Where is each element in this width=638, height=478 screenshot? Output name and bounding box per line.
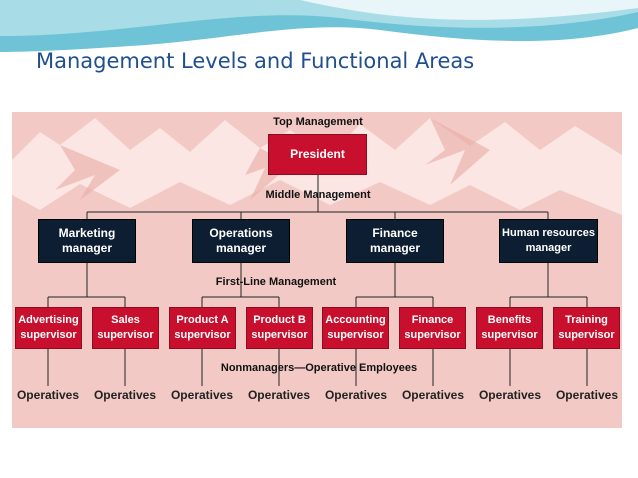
president-box: President (268, 134, 367, 175)
supervisor-box-benefits: Benefits supervisor (476, 307, 543, 349)
top-banner-swoosh (300, 0, 638, 20)
manager-label: Marketing manager (58, 226, 116, 255)
operatives-label: Operatives (324, 388, 388, 402)
operatives-label: Operatives (401, 388, 465, 402)
operatives-label: Operatives (16, 388, 80, 402)
supervisor-box-sales: Sales supervisor (92, 307, 159, 349)
operatives-label: Operatives (93, 388, 157, 402)
level-label-first-line: First-Line Management (215, 276, 337, 288)
manager-label: Operations manager (209, 226, 273, 255)
supervisor-label: Sales supervisor (97, 314, 154, 341)
supervisor-box-advertising: Advertising supervisor (15, 307, 82, 349)
president-label: President (290, 147, 345, 161)
manager-box-human-resources: Human resources manager (499, 219, 598, 263)
manager-label: Human resources manager (502, 227, 595, 254)
manager-label: Finance manager (369, 226, 421, 255)
operatives-label: Operatives (170, 388, 234, 402)
supervisor-box-finance: Finance supervisor (399, 307, 466, 349)
supervisor-label: Training supervisor (558, 314, 615, 341)
supervisor-box-product-a: Product A supervisor (169, 307, 236, 349)
supervisor-label: Product A supervisor (174, 314, 231, 341)
supervisor-label: Finance supervisor (404, 314, 461, 341)
level-label-nonmanagers: Nonmanagers—Operative Employees (220, 362, 418, 374)
level-label-middle: Middle Management (265, 189, 371, 201)
level-label-top: Top Management (273, 116, 363, 128)
supervisor-label: Product B supervisor (251, 314, 308, 341)
supervisor-label: Benefits supervisor (481, 314, 538, 341)
supervisor-label: Accounting supervisor (325, 314, 386, 341)
manager-box-operations: Operations manager (192, 219, 290, 263)
supervisor-box-product-b: Product B supervisor (246, 307, 313, 349)
supervisor-box-accounting: Accounting supervisor (322, 307, 389, 349)
slide-title: Management Levels and Functional Areas (36, 49, 475, 73)
supervisor-label: Advertising supervisor (18, 314, 79, 341)
manager-box-marketing: Marketing manager (38, 219, 136, 263)
supervisor-box-training: Training supervisor (553, 307, 620, 349)
operatives-label: Operatives (247, 388, 311, 402)
operatives-label: Operatives (478, 388, 542, 402)
operatives-label: Operatives (555, 388, 619, 402)
manager-box-finance: Finance manager (346, 219, 444, 263)
